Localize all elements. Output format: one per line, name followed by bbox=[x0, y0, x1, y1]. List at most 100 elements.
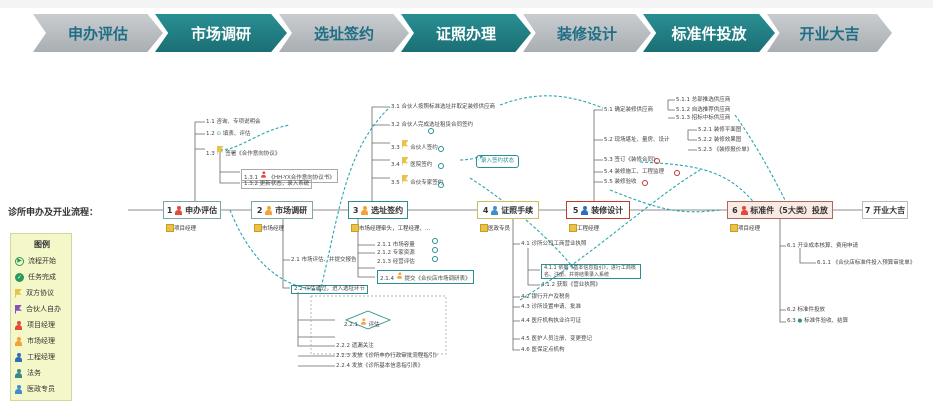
node-number: 5 bbox=[572, 205, 579, 215]
step-number: 2.2.1 bbox=[344, 322, 358, 328]
play-icon: ▶ bbox=[15, 256, 24, 266]
legend-label: 合伙人自办 bbox=[26, 305, 61, 313]
phase-decoration[interactable]: 装修设计 bbox=[523, 14, 651, 52]
phase-label: 装修设计 bbox=[556, 24, 617, 43]
step-number: 1.3.1 bbox=[244, 175, 258, 181]
agreement-flag-icon bbox=[401, 157, 409, 166]
node-site-selection[interactable]: 3 选址签约 bbox=[348, 201, 408, 219]
role-tag: 医政专员 bbox=[478, 222, 510, 233]
step-4-1-2: 4.1.2 获取《营业执照》 bbox=[541, 282, 601, 288]
role-tag: 市场经理牵头，工程经理、... bbox=[349, 222, 430, 233]
node-market-research[interactable]: 2 市场调研 bbox=[251, 201, 313, 219]
legend-label: 任务完成 bbox=[28, 273, 56, 281]
phase-assessment[interactable]: 申办评估 bbox=[33, 14, 163, 52]
status-circle-icon bbox=[438, 182, 444, 188]
node-label: 申办评估 bbox=[185, 205, 218, 215]
project-manager-icon bbox=[740, 205, 748, 215]
node-assessment[interactable]: 1 申办评估 bbox=[163, 201, 221, 219]
node-standard-parts[interactable]: 6 标准件（5大类）投放 bbox=[727, 201, 833, 219]
node-label: 市场调研 bbox=[275, 205, 308, 215]
role-tag: 项目经理 bbox=[164, 222, 196, 233]
project-manager-icon bbox=[15, 320, 22, 330]
phase-standard-parts[interactable]: 标准件投放 bbox=[643, 14, 775, 52]
market-manager-icon bbox=[360, 318, 366, 325]
status-circle-icon bbox=[438, 163, 444, 169]
legend-item: 项目经理 bbox=[15, 320, 55, 330]
step-number: 3.3 bbox=[391, 145, 400, 151]
legend-label: 项目经理 bbox=[27, 321, 55, 329]
market-manager-icon bbox=[396, 272, 402, 279]
role-tag: 市场经理 bbox=[252, 222, 284, 233]
step-2-2-4: 2.2.4 发放《诊所基本信息指引表》 bbox=[336, 363, 424, 369]
phase-opening[interactable]: 开业大吉 bbox=[767, 14, 892, 52]
status-circle-icon bbox=[432, 247, 438, 253]
step-number: 3.5 bbox=[391, 180, 400, 186]
node-number: 1 bbox=[166, 205, 173, 215]
start-icon: ⊙ bbox=[216, 131, 222, 137]
node-label: 标准件（5大类）投放 bbox=[750, 205, 828, 215]
medical-officer-icon bbox=[15, 384, 22, 394]
node-label: 证照手续 bbox=[501, 205, 534, 215]
step-1-3-2: 1.3.2 更新状态，录入系统 bbox=[241, 180, 313, 189]
legend-label: 医政专员 bbox=[27, 385, 55, 393]
node-label: 选址签约 bbox=[371, 205, 404, 215]
step-4-5: 4.5 医护人员注册、变更登记 bbox=[521, 336, 592, 342]
step-1-2: 1.2 ⊙ 填表、评估 bbox=[206, 131, 250, 138]
step-5-1-3: 5.1.3 招标中标供应商 bbox=[676, 115, 731, 121]
legend-title: 图例 bbox=[34, 240, 50, 249]
step-5-2-2: 5.2.2 装修效果图 bbox=[698, 137, 742, 143]
legend-label: 法务 bbox=[27, 369, 41, 377]
legend-item: ✓ 任务完成 bbox=[15, 272, 56, 282]
node-label: 装修设计 bbox=[591, 205, 624, 215]
step-4-2: 4.2 银行开户及税务 bbox=[521, 294, 570, 300]
engineer-icon bbox=[581, 205, 589, 215]
project-manager-icon bbox=[175, 205, 183, 215]
legend-label: 双方协议 bbox=[26, 289, 54, 297]
step-2-2-1: 2.2.1 评估 bbox=[344, 317, 380, 329]
step-6-1: 6.1 开业成本核算、费用申请 bbox=[787, 243, 858, 249]
legal-icon bbox=[15, 368, 22, 378]
legend-label: 流程开始 bbox=[28, 257, 56, 265]
medical-officer-icon bbox=[491, 205, 499, 215]
step-3-4: 3.4 医院签约 bbox=[391, 157, 432, 169]
node-licensing[interactable]: 4 证照手续 bbox=[477, 201, 539, 219]
step-5-4: 5.4 装修施工、工程监理 bbox=[604, 169, 664, 175]
step-text: 《合伙店标准件投入预算审批单》 bbox=[832, 260, 916, 266]
step-text: 《HH-YX合作意向协议书》 bbox=[268, 175, 335, 181]
legend-item: 医政专员 bbox=[15, 384, 55, 394]
record-signing-status-box: 录入签约状态 bbox=[476, 155, 520, 168]
step-text: 提交《合伙店市场调研表》 bbox=[404, 276, 471, 282]
step-5-1-2: 5.1.2 自选推荐供应商 bbox=[676, 107, 731, 113]
status-circle-icon bbox=[432, 256, 438, 262]
task-complete-icon: ● bbox=[797, 318, 803, 324]
step-3-1: 3.1 合伙人按照标准选址并取定装修供应商 bbox=[391, 104, 495, 110]
node-opening[interactable]: 7 开业大吉 bbox=[862, 201, 908, 219]
step-5-1-1: 5.1.1 总部推选供应商 bbox=[676, 97, 731, 103]
status-circle-icon bbox=[428, 128, 434, 134]
check-icon: ✓ bbox=[15, 272, 24, 282]
legend-item: ▶ 流程开始 bbox=[15, 256, 56, 266]
completion-marker-icon bbox=[654, 158, 660, 164]
step-5-2-1: 5.2.1 装修平面图 bbox=[698, 127, 742, 133]
step-number: 3.4 bbox=[391, 162, 400, 168]
step-text: 标准件验收、结算 bbox=[804, 318, 849, 324]
step-5-2: 5.2 现场堪址、量房、设计 bbox=[604, 137, 670, 143]
step-6-3: 6.3 ● 标准件验收、结算 bbox=[787, 318, 848, 325]
legend-item: 市场经理 bbox=[15, 336, 55, 346]
step-1-3-1: 1.3.1 《HH-YX合作意向协议书》 bbox=[241, 169, 338, 183]
agreement-flag-icon bbox=[216, 146, 224, 155]
step-text: 医院签约 bbox=[410, 162, 433, 168]
step-2-2-2: 2.2.2 遗漏关注 bbox=[336, 343, 374, 349]
node-number: 2 bbox=[256, 205, 263, 215]
phase-licensing[interactable]: 证照办理 bbox=[401, 14, 531, 52]
step-2-1-3: 2.1.3 经营评估 bbox=[377, 259, 415, 265]
phase-market-research[interactable]: 市场调研 bbox=[155, 14, 287, 52]
node-number: 4 bbox=[482, 205, 489, 215]
step-4-1-1: 4.1.1 依据《基本信息指引》，进行工商核名、注册、并将结果录入系统 bbox=[541, 264, 641, 279]
node-decoration[interactable]: 5 装修设计 bbox=[566, 201, 630, 219]
legend-label: 工程经理 bbox=[27, 353, 55, 361]
step-4-4: 4.4 医疗机构执业许可证 bbox=[521, 318, 581, 324]
step-text: 合伙人签约 bbox=[410, 145, 438, 151]
phase-site-selection[interactable]: 选址签约 bbox=[279, 14, 409, 52]
legend: 图例 ▶ 流程开始 ✓ 任务完成 双方协议 合伙人自办 项目经理 市场经理 工程经理… bbox=[10, 233, 72, 401]
